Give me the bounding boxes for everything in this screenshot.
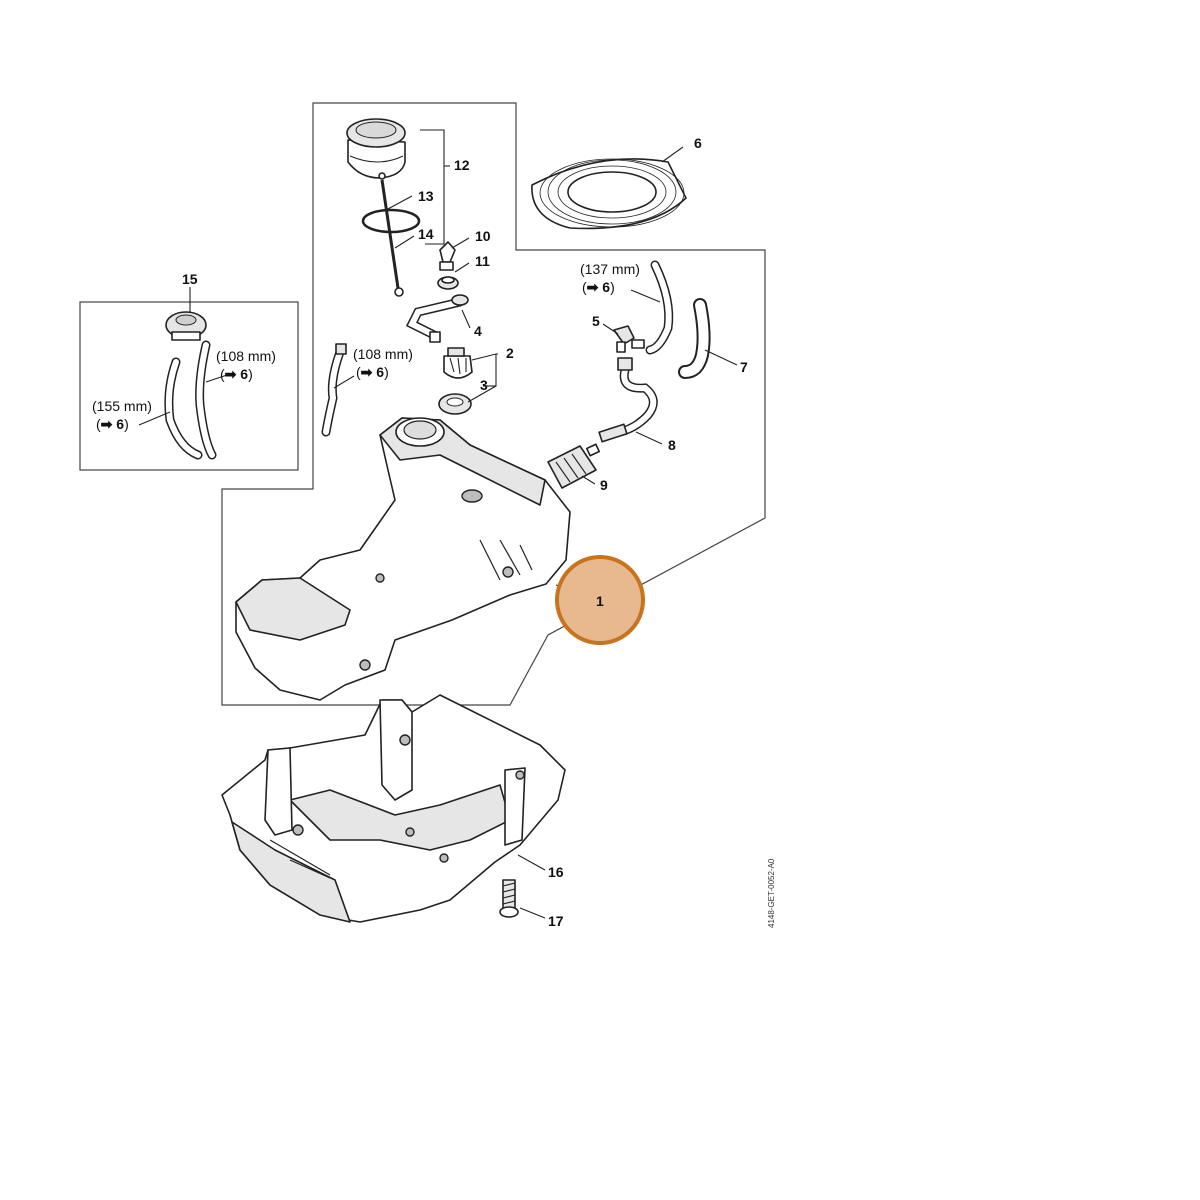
- callout-13[interactable]: 13: [418, 188, 434, 204]
- ref-arrow-a: (➡ 6): [582, 279, 615, 295]
- callout-6[interactable]: 6: [694, 135, 702, 151]
- note-108mm-inset: (108 mm): [216, 348, 276, 364]
- fitting-part-4[interactable]: [405, 294, 469, 343]
- ref-6-a: 6: [602, 279, 610, 295]
- arrow-icon: ➡: [587, 279, 599, 295]
- note-108mm-main: (108 mm): [353, 346, 413, 362]
- drawing-code: 4148-GET-0052-A0: [767, 858, 776, 928]
- fuel-filter-part-9[interactable]: [547, 443, 601, 489]
- grommet-part-11[interactable]: [437, 276, 459, 290]
- fuel-tank-part-1[interactable]: [235, 417, 571, 701]
- callout-15[interactable]: 15: [182, 271, 198, 287]
- callout-17[interactable]: 17: [548, 913, 564, 929]
- ref-arrow-c: (➡ 6): [220, 366, 253, 382]
- arrow-icon: ➡: [225, 366, 237, 382]
- valve-part-10[interactable]: [439, 241, 456, 271]
- o-ring-part-14[interactable]: [361, 208, 421, 234]
- callout-10[interactable]: 10: [475, 228, 491, 244]
- callout-5[interactable]: 5: [592, 313, 600, 329]
- screw-part-17[interactable]: [499, 879, 519, 918]
- note-137mm: (137 mm): [580, 261, 640, 277]
- note-155mm-inset: (155 mm): [92, 398, 152, 414]
- callout-7[interactable]: 7: [740, 359, 748, 375]
- callout-9[interactable]: 9: [600, 477, 608, 493]
- arrow-icon: ➡: [101, 416, 113, 432]
- gasket-part-6[interactable]: [531, 158, 687, 230]
- ref-arrow-d: (➡ 6): [96, 416, 129, 432]
- arrow-icon: ➡: [361, 364, 373, 380]
- callout-12[interactable]: 12: [454, 157, 470, 173]
- gasket-part-3[interactable]: [438, 393, 472, 415]
- callout-4[interactable]: 4: [474, 323, 482, 339]
- retainer-part-13[interactable]: [378, 172, 404, 297]
- main-group-frame: [221, 102, 766, 706]
- callout-14[interactable]: 14: [418, 226, 434, 242]
- strainer-part-2[interactable]: [443, 347, 473, 379]
- highlight-circle-callout-1[interactable]: [555, 555, 645, 645]
- tank-cap-part-12[interactable]: [346, 118, 406, 179]
- fitting-part-5[interactable]: [613, 325, 645, 353]
- pickup-hose-part-8[interactable]: [598, 357, 658, 443]
- callout-16[interactable]: 16: [548, 864, 564, 880]
- fuel-hose-108-main[interactable]: [321, 343, 347, 437]
- ref-6-b: 6: [376, 364, 384, 380]
- housing-part-16[interactable]: [221, 694, 566, 923]
- callout-3[interactable]: 3: [480, 377, 488, 393]
- callout-labels: 1 2 3 4 5 6 7 8 9 10 11 12 13 14 15 16 1…: [182, 135, 748, 929]
- ref-6-d: 6: [116, 416, 124, 432]
- callout-1[interactable]: 1: [596, 593, 604, 609]
- length-notes: (137 mm) (➡ 6) (108 mm) (➡ 6) (108 mm) (…: [92, 261, 640, 432]
- callout-8[interactable]: 8: [668, 437, 676, 453]
- hose-part-7[interactable]: [678, 298, 711, 379]
- callout-11[interactable]: 11: [475, 253, 490, 269]
- callout-2[interactable]: 2: [506, 345, 514, 361]
- fuel-hose-108-inset[interactable]: [195, 340, 217, 460]
- inset-frame-15: [79, 301, 299, 471]
- fuel-hose-155-inset[interactable]: [164, 357, 203, 460]
- primer-bulb-part-15[interactable]: [165, 311, 207, 341]
- ref-6-c: 6: [240, 366, 248, 382]
- ref-arrow-b: (➡ 6): [356, 364, 389, 380]
- fuel-hose-137[interactable]: [645, 260, 674, 355]
